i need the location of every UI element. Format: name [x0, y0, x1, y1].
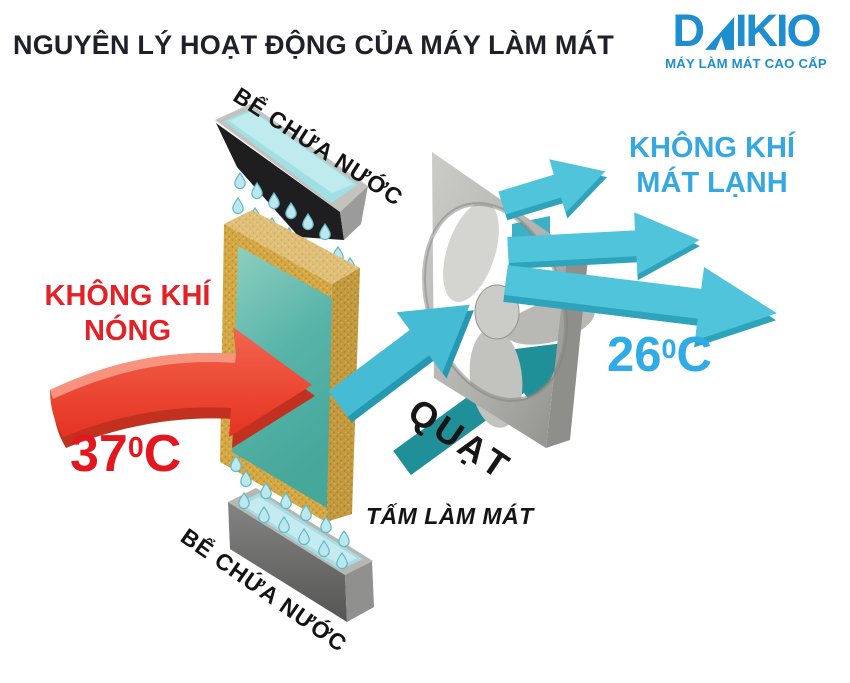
cooling-pad-label: TẤM LÀM MÁT [366, 503, 534, 529]
brand-name: D IKIO [650, 5, 842, 56]
top-water-tank [215, 104, 368, 240]
page-title: NGUYÊN LÝ HOẠT ĐỘNG CỦA MÁY LÀM MÁT [13, 30, 614, 60]
cool-air-out-arrow-3 [503, 265, 777, 348]
cool-air-arrows [328, 159, 777, 423]
hot-air-line1: KHÔNG KHÍ [44, 280, 211, 312]
cold-air-line1: KHÔNG KHÍ [629, 132, 795, 164]
cooling-pad [220, 210, 360, 522]
brand-name-suffix: IKIO [734, 5, 822, 56]
cool-air-out-arrow-1 [498, 159, 608, 221]
hot-temp-unit: C [143, 425, 182, 483]
logo-sail-icon [704, 16, 734, 50]
hot-air-line2: NÓNG [84, 314, 171, 347]
cold-temp-value: 26 [607, 328, 662, 382]
brand-name-prefix: D [672, 5, 704, 56]
hot-temperature: 370C [70, 424, 181, 484]
brand-tagline: MÁY LÀM MÁT CAO CẤP [665, 55, 827, 71]
cold-temp-degree: 0 [661, 333, 677, 364]
cold-air-label: KHÔNG KHÍ MÁT LẠNH [612, 131, 812, 201]
hot-air-label: KHÔNG KHÍ NÓNG [20, 279, 235, 349]
cold-air-line2: MÁT LẠNH [636, 166, 788, 199]
cold-temperature: 260C [607, 327, 712, 383]
hot-temp-value: 37 [70, 425, 128, 483]
hot-air-arrow [50, 327, 315, 448]
cool-air-out-arrow-2 [507, 212, 701, 281]
hot-temp-degree: 0 [127, 431, 144, 464]
brand-logo: D IKIO MÁY LÀM MÁT CAO CẤP [650, 5, 842, 71]
cool-air-to-fan-arrow [328, 304, 474, 423]
cold-temp-unit: C [676, 328, 712, 382]
